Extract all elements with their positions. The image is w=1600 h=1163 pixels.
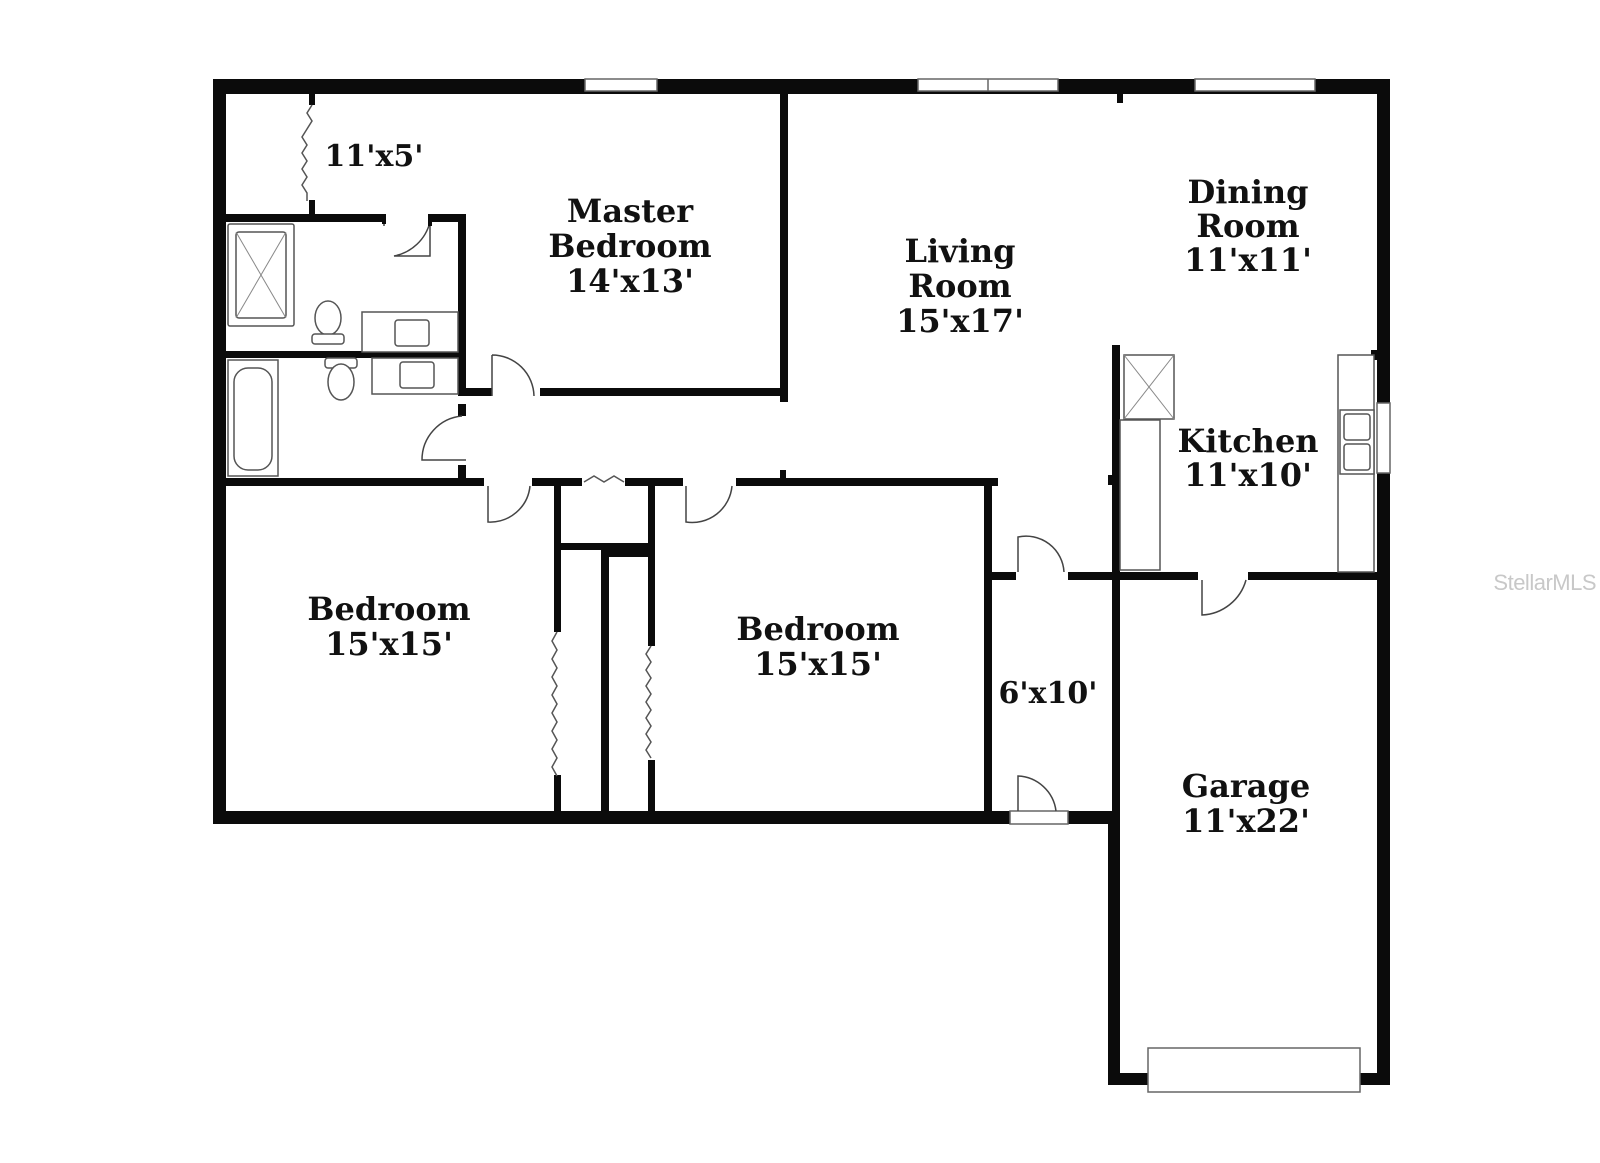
bedroom-middle-dims: 15'x15' bbox=[754, 645, 882, 683]
dining-room-name-2: Room bbox=[1196, 207, 1299, 245]
kitchen-name: Kitchen bbox=[1177, 422, 1318, 460]
garage-dims: 11'x22' bbox=[1182, 802, 1310, 840]
door-master bbox=[491, 354, 535, 397]
door-laundry bbox=[1017, 535, 1065, 573]
garage-door bbox=[1147, 1047, 1361, 1093]
window-kitchen bbox=[1376, 402, 1391, 474]
bifold-doors bbox=[301, 104, 652, 777]
bifold-small-closet bbox=[301, 104, 313, 201]
toilet-hall bbox=[327, 363, 355, 401]
exterior-walls bbox=[213, 79, 1390, 1085]
window-dining bbox=[1194, 78, 1316, 92]
master-bedroom-name-2: Bedroom bbox=[548, 227, 711, 265]
garage-left-wall bbox=[1108, 811, 1120, 1085]
right-wall bbox=[1377, 79, 1390, 1085]
fixtures bbox=[227, 223, 1375, 573]
doors bbox=[382, 214, 1247, 812]
bedroom-left-name: Bedroom bbox=[307, 590, 470, 628]
laundry-dims: 6'x10' bbox=[999, 676, 1098, 711]
bifold-bedroom-left bbox=[551, 631, 558, 777]
closet-small-dims: 11'x5' bbox=[325, 139, 424, 174]
window-master bbox=[584, 78, 658, 92]
door-bedroom-left bbox=[487, 485, 531, 523]
side-door-frame bbox=[1009, 810, 1069, 825]
bedroom-middle-name: Bedroom bbox=[736, 610, 899, 648]
master-bedroom-dims: 14'x13' bbox=[566, 262, 694, 300]
garage-name: Garage bbox=[1182, 767, 1310, 805]
living-room-name-1: Living bbox=[904, 232, 1015, 270]
door-bedroom-middle bbox=[685, 485, 733, 524]
bifold-bedroom-middle bbox=[645, 645, 652, 759]
living-room-name-2: Room bbox=[908, 267, 1011, 305]
bedroom-left-dims: 15'x15' bbox=[325, 625, 453, 663]
interior-walls bbox=[226, 91, 1390, 820]
dining-room-dims: 11'x11' bbox=[1184, 241, 1312, 279]
door-hall-bath bbox=[421, 415, 466, 461]
windows bbox=[584, 78, 1391, 1093]
living-room-dims: 15'x17' bbox=[896, 302, 1024, 340]
left-wall bbox=[213, 79, 226, 824]
master-bedroom-name-1: Master bbox=[567, 192, 694, 230]
door-bath bbox=[383, 221, 431, 257]
dining-room-name-1: Dining bbox=[1188, 173, 1309, 211]
bottom-wall-main bbox=[213, 811, 1113, 824]
top-wall bbox=[213, 79, 1390, 94]
door-kitchen-garage bbox=[1201, 579, 1247, 616]
room-labels: 11'x5' Master Bedroom 14'x13' Living Roo… bbox=[307, 139, 1318, 840]
door-side bbox=[1017, 775, 1057, 812]
kitchen-dims: 11'x10' bbox=[1184, 456, 1312, 494]
watermark: StellarMLS bbox=[1493, 570, 1596, 595]
toilet-master bbox=[314, 300, 342, 336]
